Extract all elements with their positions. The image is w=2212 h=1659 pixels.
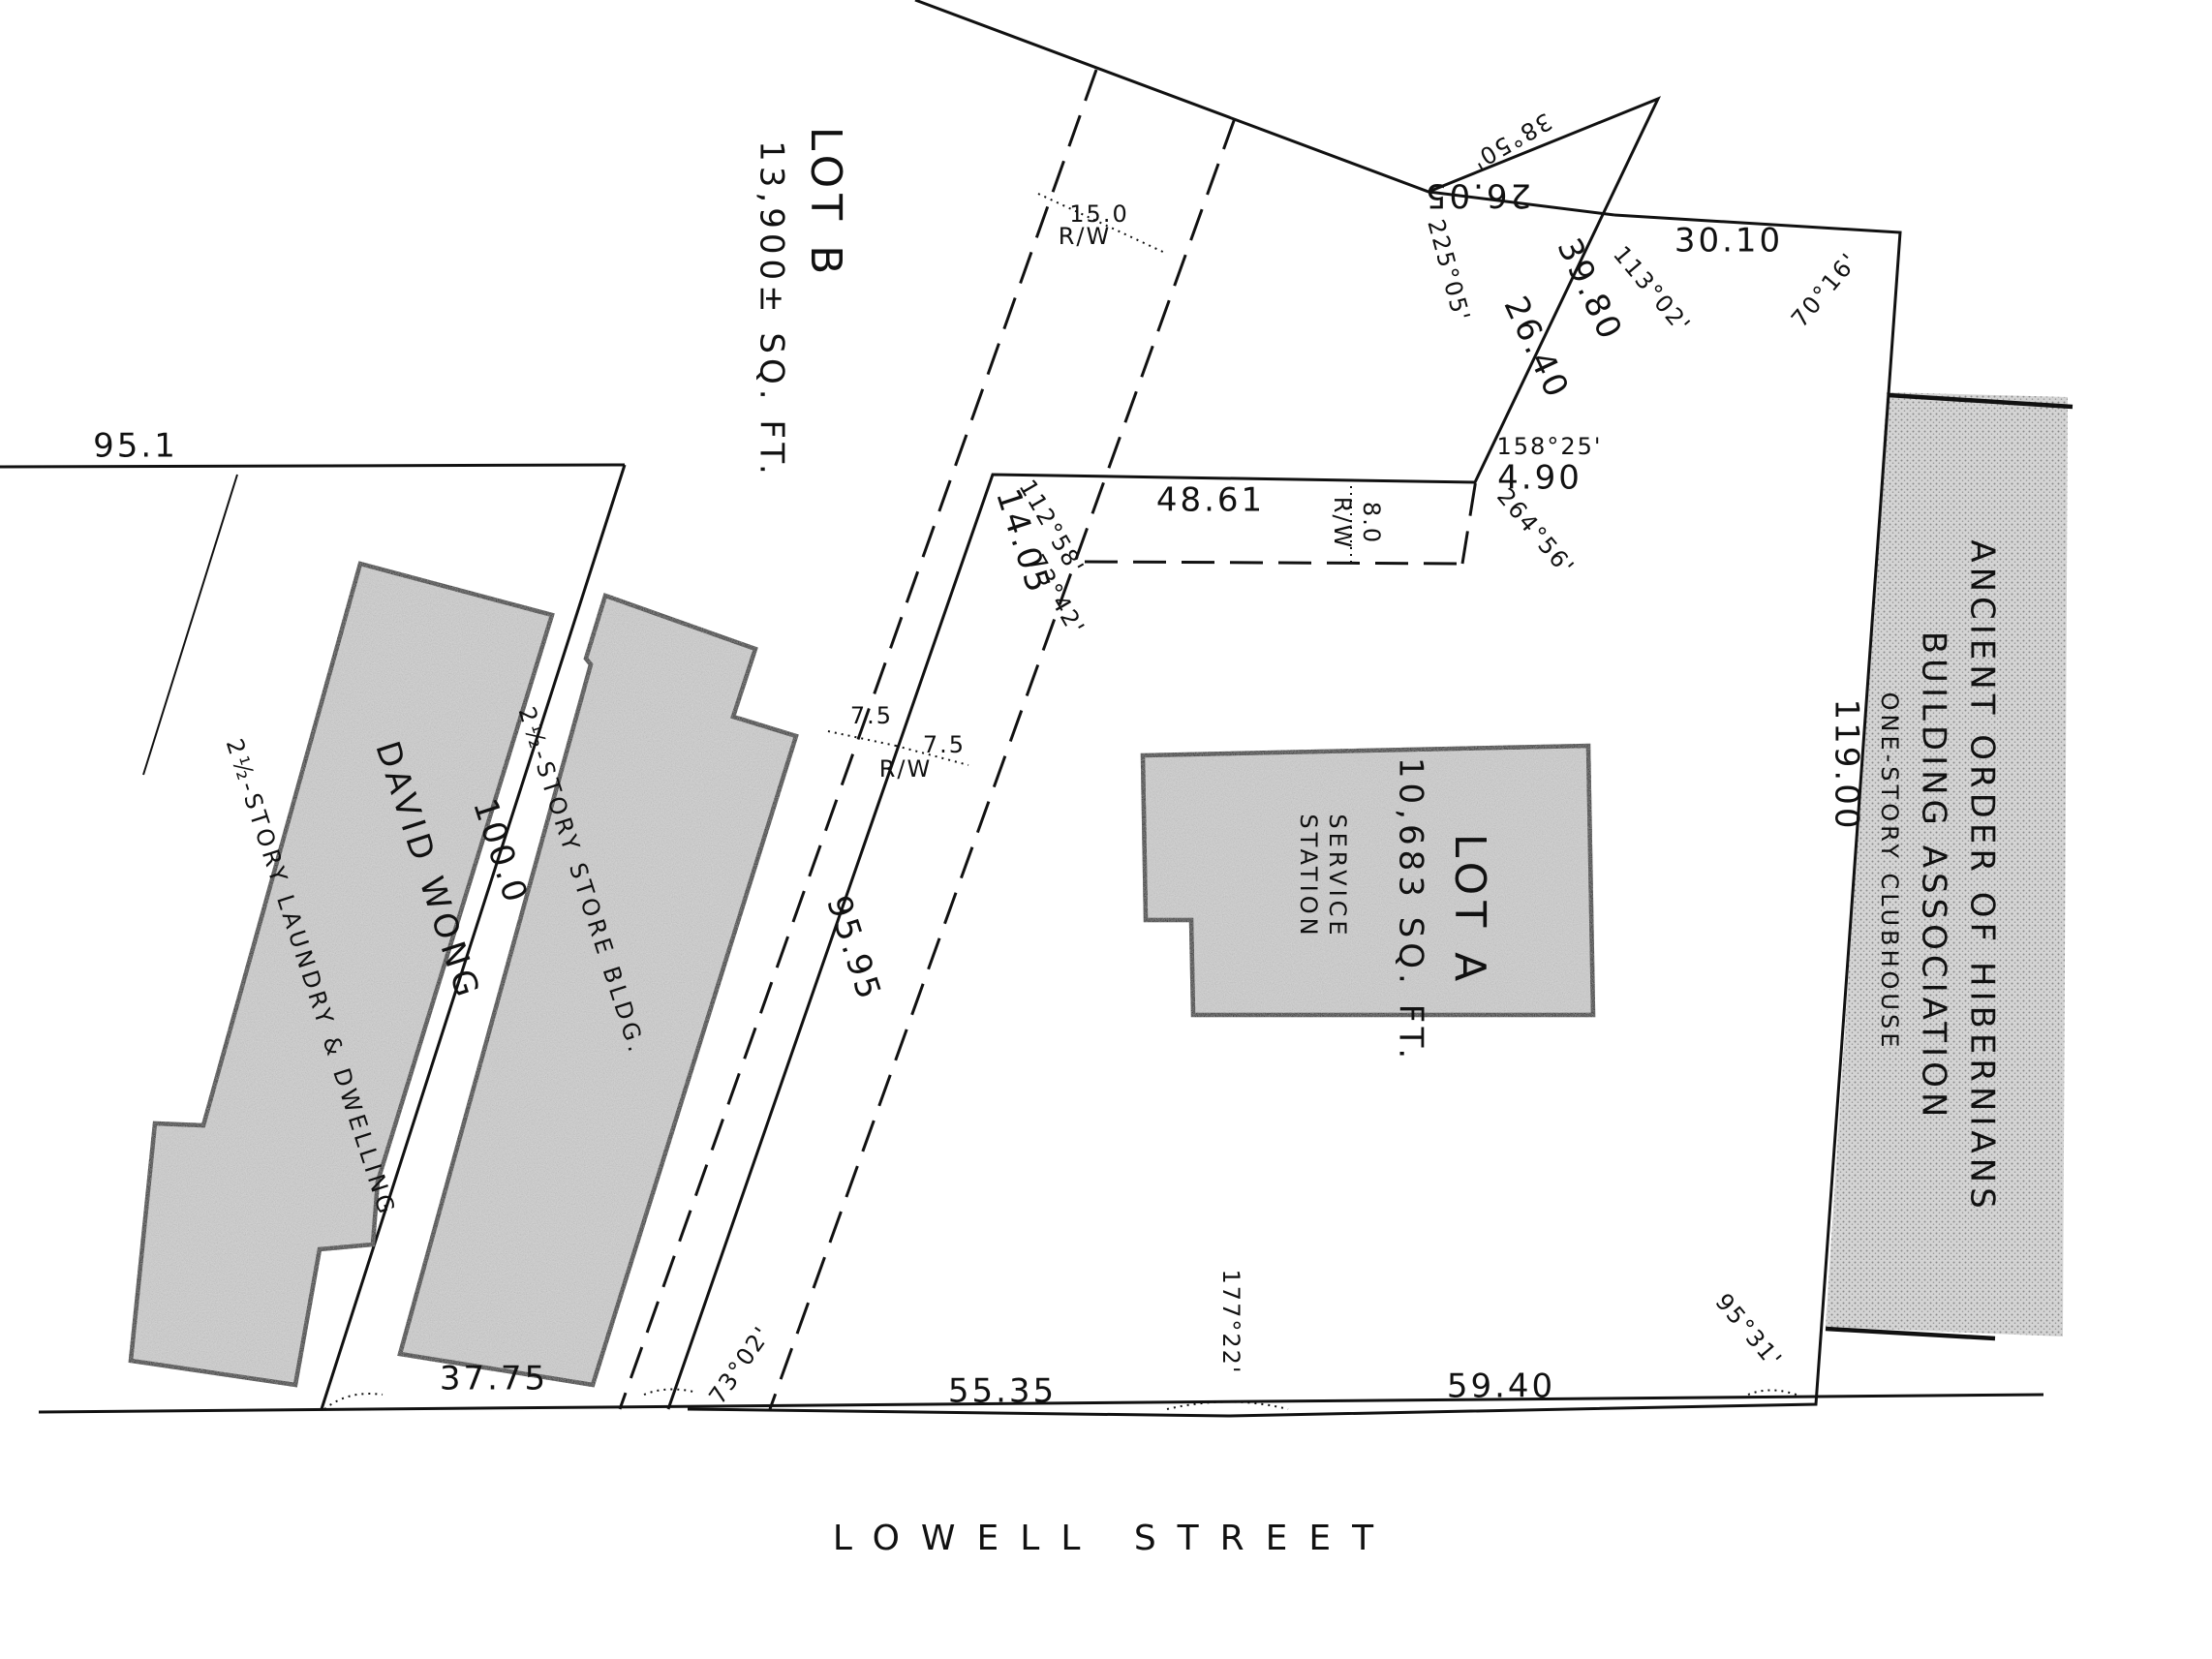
angle-a3: 158°25' — [1497, 433, 1603, 460]
row-dim-75b — [895, 745, 969, 766]
dim-frontage-right: 59.40 — [1447, 1367, 1555, 1406]
row-lower-rw: R/W — [879, 755, 933, 783]
neighbor-line2: BUILDING ASSOCIATION — [1915, 631, 1953, 1122]
lot-b-title: LOT B — [801, 127, 850, 281]
station-line1: SERVICE — [1324, 814, 1351, 938]
lot-b-label: LOT B — [801, 127, 850, 281]
row-main-width: 15.0 — [1069, 200, 1128, 228]
row-north-rw: R/W — [1329, 497, 1356, 550]
row-dash-1 — [618, 69, 1098, 1410]
row-dash-3 — [1084, 560, 1463, 566]
angle-a6: 38°50' — [1466, 108, 1556, 175]
dim-lot-a-north: 48.61 — [1156, 481, 1265, 520]
neighbor-line1: ANCIENT ORDER OF HIBERNIANS — [1963, 539, 2002, 1213]
lot-a-boundary — [687, 213, 1902, 1418]
lot-b-area: 13,900± SQ. FT. — [753, 140, 791, 479]
lot-b-area-text: 13,900± SQ. FT. — [753, 140, 791, 479]
lot-a-area-text: 10,683 SQ. FT. — [1392, 757, 1430, 1063]
dim-top-right: 30.10 — [1674, 222, 1783, 261]
row-dim-75a — [827, 730, 897, 747]
lot-b-south-line — [0, 463, 626, 469]
wong-building — [128, 561, 555, 1388]
clubhouse-label: ONE-STORY CLUBHOUSE — [1876, 692, 1903, 1052]
lot-a-north-line — [1428, 190, 1615, 217]
station-line2: STATION — [1295, 814, 1322, 938]
row-dash-4 — [1460, 478, 1478, 565]
station-label: SERVICE — [1324, 814, 1351, 938]
angle-a11: 95°31' — [1710, 1288, 1788, 1373]
service-station-building — [1140, 743, 1596, 1018]
angle-arc-3 — [1166, 1400, 1289, 1410]
angle-arc-1 — [323, 1393, 384, 1410]
dim-top-left: 95.1 — [93, 427, 178, 466]
row-main-rw: R/W — [1059, 223, 1112, 250]
row-left-width: 7.5 — [850, 702, 893, 729]
clubhouse-desc-text: ONE-STORY CLUBHOUSE — [1876, 692, 1903, 1052]
angle-a10: 177°22' — [1217, 1270, 1244, 1375]
lot-a-label: LOT A — [1445, 834, 1494, 988]
lot-b-west-line — [320, 464, 627, 1410]
dim-frontage-left: 37.75 — [440, 1360, 548, 1398]
angle-a9: 73°02' — [703, 1321, 777, 1409]
angle-a8: 70°16' — [1786, 247, 1863, 332]
dim-east: 119.00 — [1828, 699, 1866, 832]
dim-diag-1: 26.40 — [1495, 291, 1577, 406]
dim-diag-3: 26.05 — [1423, 176, 1531, 215]
angle-a5: 225°05' — [1422, 216, 1475, 324]
lot-b-boundary — [666, 0, 1662, 1410]
lot-a-area: 10,683 SQ. FT. — [1392, 757, 1430, 1063]
dim-notch: 4.90 — [1497, 459, 1582, 498]
neighbor-label-2: BUILDING ASSOCIATION — [1915, 631, 1953, 1122]
clubhouse-shading — [1826, 392, 2068, 1336]
row-right-width: 7.5 — [923, 731, 966, 758]
lot-a-title: LOT A — [1445, 834, 1494, 988]
neighbor-label-1: ANCIENT ORDER OF HIBERNIANS — [1963, 539, 2002, 1213]
clubhouse-wall — [1888, 392, 2074, 410]
dim-frontage-mid: 55.35 — [948, 1372, 1057, 1411]
row-dash-2 — [768, 117, 1237, 1410]
row-north-width: 8.0 — [1358, 502, 1385, 544]
angle-arc-2 — [643, 1388, 698, 1396]
station-label-2: STATION — [1295, 814, 1322, 938]
street-name: LOWELL STREET — [833, 1519, 1395, 1558]
angle-a4: 264°56' — [1491, 483, 1580, 581]
street-line — [38, 1393, 2044, 1414]
lot-b-inner-line — [142, 474, 238, 776]
store-building — [397, 593, 799, 1388]
clubhouse-front — [1825, 1326, 1996, 1341]
